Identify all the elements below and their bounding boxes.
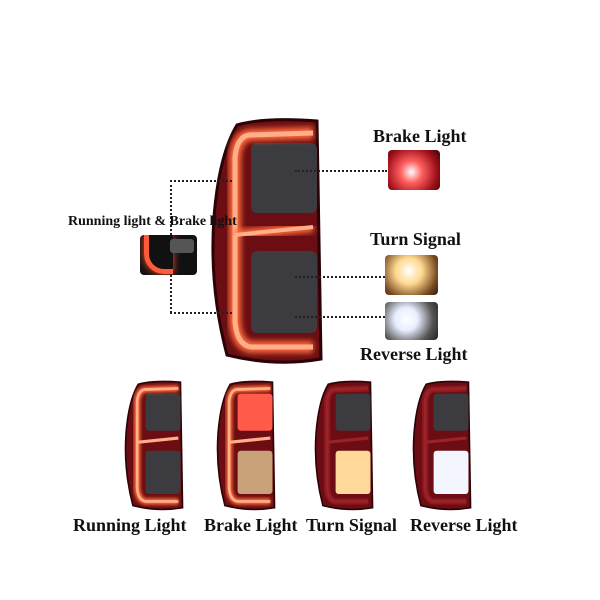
callout-line (170, 275, 172, 313)
mode-label: Running Light (73, 515, 187, 535)
mode-label: Turn Signal (306, 515, 397, 535)
reverse-light-label: Reverse Light (360, 344, 468, 364)
callout-line (295, 276, 385, 278)
turn-signal-closeup (385, 255, 438, 295)
tail-light-mode-4 (408, 380, 474, 512)
callout-line (170, 312, 232, 314)
mode-label: Brake Light (204, 515, 298, 535)
tail-light-mode-2 (212, 380, 278, 512)
brake-light-closeup (388, 150, 440, 190)
brake-light-label: Brake Light (373, 126, 467, 146)
callout-line (295, 316, 385, 318)
running-brake-label: Running light & Brake light (68, 214, 237, 229)
callout-line (170, 180, 172, 235)
main-tail-light (203, 117, 327, 367)
reverse-light-closeup (385, 302, 438, 340)
callout-line (295, 170, 387, 172)
turn-signal-label: Turn Signal (370, 229, 461, 249)
running-light-closeup (140, 235, 197, 275)
tail-light-mode-3 (310, 380, 376, 512)
mode-label: Reverse Light (410, 515, 518, 535)
callout-line (170, 180, 232, 182)
tail-light-mode-1 (120, 380, 186, 512)
